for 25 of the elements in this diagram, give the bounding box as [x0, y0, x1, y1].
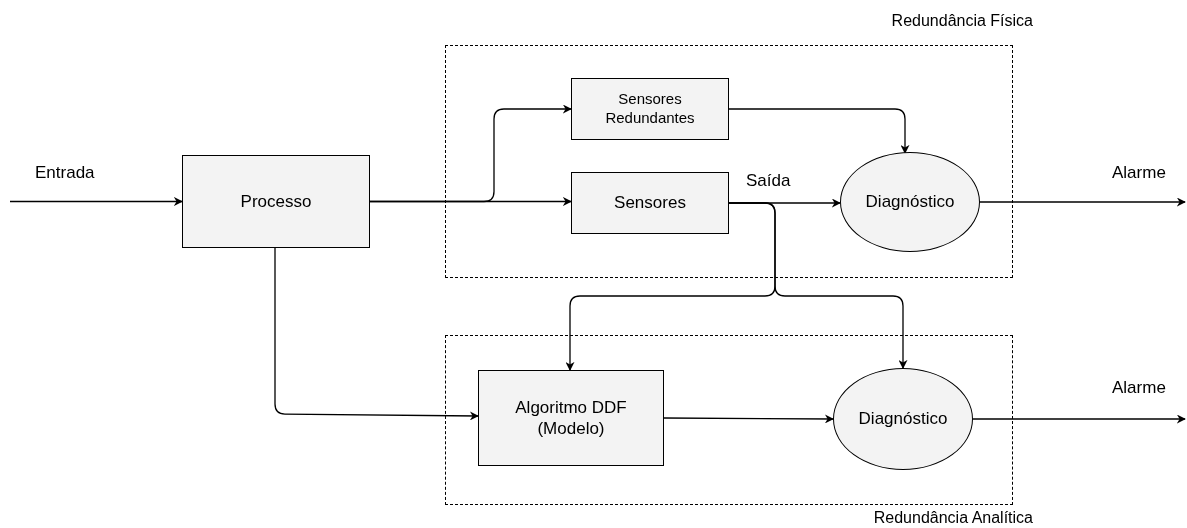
arrow	[979, 197, 1186, 207]
node-label: Processo	[239, 190, 313, 213]
node-label: Sensores Redundantes	[604, 90, 696, 128]
group-title: Redundância Física	[891, 12, 1033, 30]
node-label: Diagnóstico	[864, 191, 956, 213]
arrow	[663, 414, 834, 424]
arrow	[274, 247, 479, 421]
edge-label: Entrada	[35, 163, 95, 183]
dashed-group-frame	[445, 12, 1035, 278]
edge-label: Alarme	[1112, 378, 1166, 398]
node-label: Algoritmo DDF (Modelo)	[514, 396, 628, 440]
process-box	[182, 155, 370, 248]
node-label: Sensores	[613, 192, 687, 214]
arrow	[728, 202, 908, 369]
process-box	[478, 370, 664, 466]
edge-label: Saída	[746, 171, 791, 191]
process-box	[571, 78, 729, 140]
node-label: Diagnóstico	[857, 408, 949, 430]
process-box	[571, 172, 729, 234]
arrow	[728, 108, 910, 154]
edge-label: Alarme	[1112, 163, 1166, 183]
arrow	[369, 197, 572, 206]
arrow	[9, 197, 183, 206]
group-title: Redundância Analítica	[873, 509, 1033, 527]
arrow	[972, 414, 1186, 424]
